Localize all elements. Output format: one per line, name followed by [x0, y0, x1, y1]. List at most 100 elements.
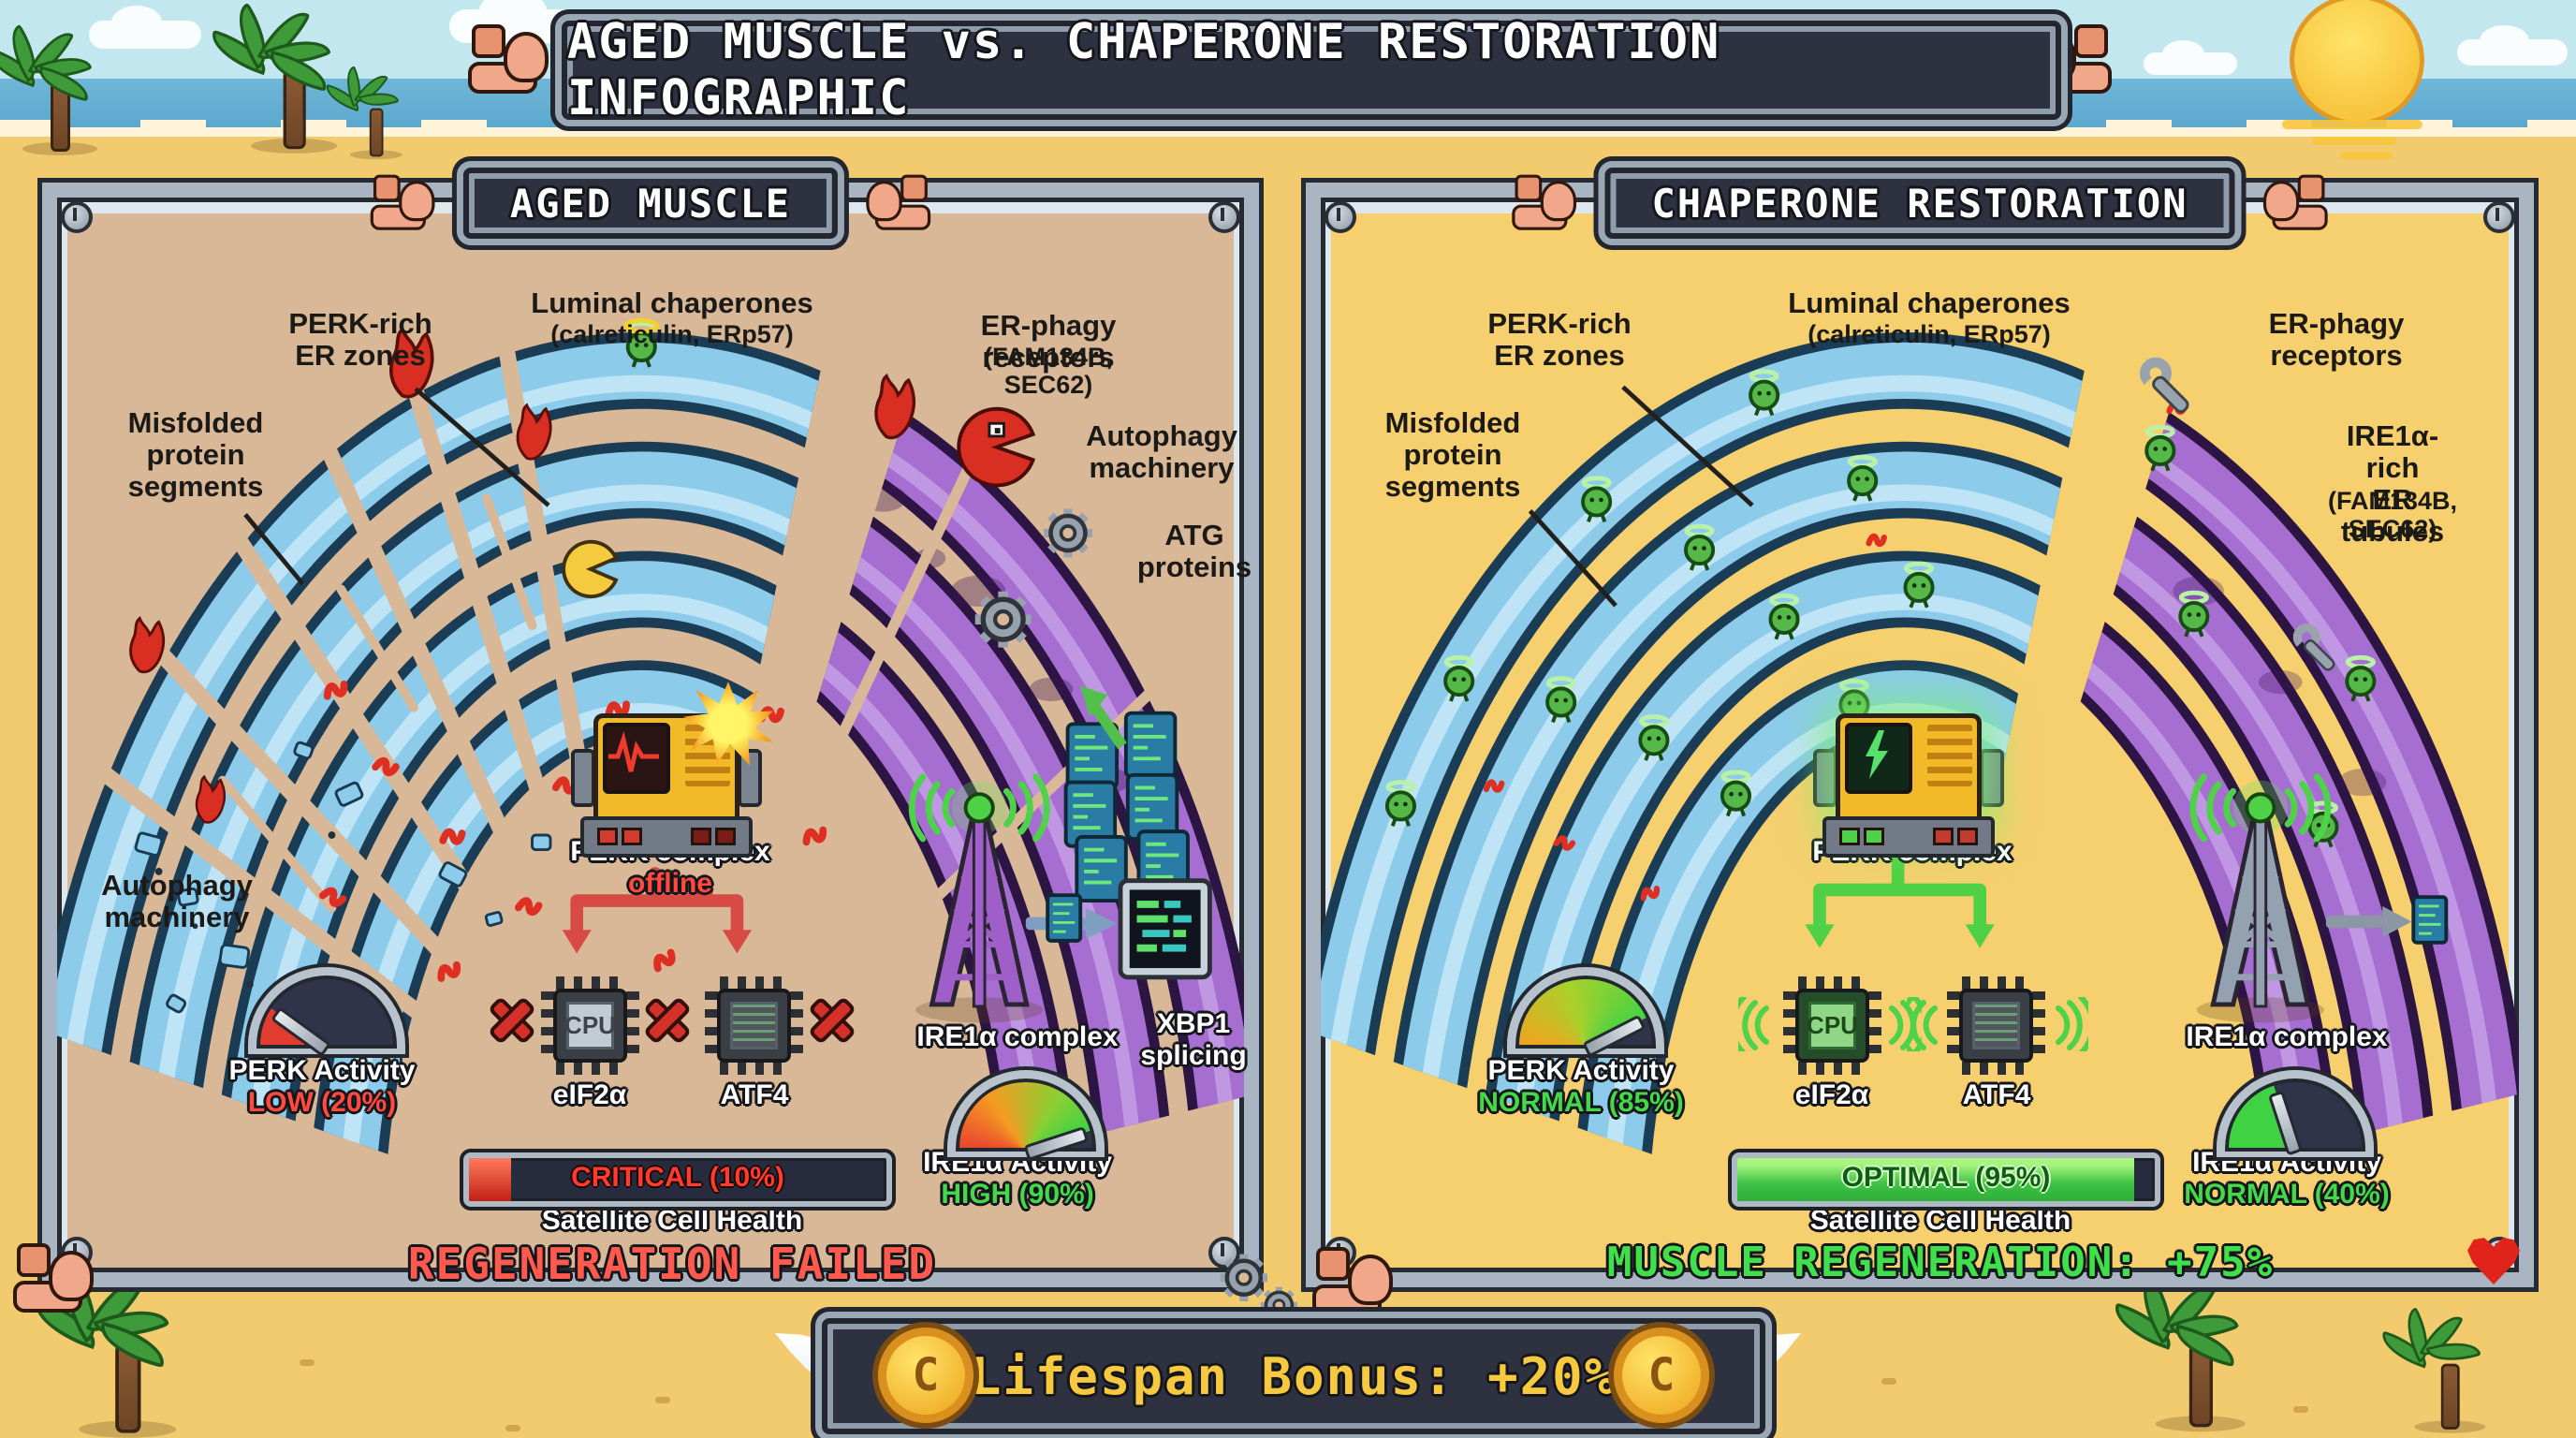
xbp1-arrow: [1025, 893, 1118, 943]
label-satellite-cell-health: Satellite Cell Health: [1809, 1205, 2071, 1236]
label-perk-activity: PERK Activity: [1487, 1055, 1675, 1086]
muscle-arm-icon: [1310, 1245, 1397, 1320]
label-atf4: ATF4: [1962, 1079, 2031, 1110]
label-luminal-chaperones-sub: (calreticulin, ERp57): [550, 320, 794, 348]
xbp1-arrow: [2325, 895, 2449, 945]
autophagy-pacman-yellow-icon: [562, 539, 619, 599]
pointer-line: [1621, 385, 1754, 507]
cloud-icon: [2144, 39, 2237, 75]
label-perk-status-offline: offline: [628, 868, 712, 899]
cloud-icon: [89, 5, 201, 49]
green-arrow: [1080, 685, 1127, 750]
perk-complex-monitor-icon: [1813, 713, 2004, 858]
sand-speck: [505, 1425, 520, 1431]
resto-er-artwork: [1321, 331, 2519, 1245]
gauge-needle: [270, 1006, 331, 1057]
beach-foam-line: [0, 127, 2576, 137]
ire1a-tower-icon: [912, 777, 1046, 1023]
sand-speck: [655, 1397, 670, 1403]
muscle-arm-icon: [2261, 173, 2330, 233]
beach-foam: [0, 120, 2576, 127]
gauge-needle: [2267, 1090, 2304, 1156]
title-banner: AGED MUSCLE vs. CHAPERONE RESTORATION IN…: [562, 14, 2061, 126]
value-perk-activity: LOW (20%): [247, 1087, 397, 1118]
eif2a-chip-icon: CPU: [541, 976, 639, 1075]
label-xbp1-splicing: XBP1 splicing: [1140, 1008, 1247, 1071]
sun-icon: [2290, 0, 2424, 125]
label-luminal-chaperones: Luminal chaperones: [531, 286, 813, 319]
label-erphagy-receptors-sub: (FAM134B, SEC62): [983, 343, 1114, 399]
aged-muscle-panel: AGED MUSCLE: [42, 168, 1259, 1289]
label-misfolded-segments: Misfolded protein segments: [1384, 406, 1521, 504]
bolt-icon: [1325, 201, 1356, 233]
label-erphagy-receptors: ER-phagy receptors: [2268, 307, 2405, 373]
pointer-line: [414, 387, 550, 507]
resto-panel-header: CHAPERONE RESTORATION: [1501, 166, 2337, 241]
label-satellite-cell-health: Satellite Cell Health: [541, 1205, 803, 1236]
monitor-speaker: [738, 749, 762, 807]
label-luminal-chaperones-sub: (calreticulin, ERp57): [1808, 320, 2051, 348]
label-ire1a-complex: IRE1α complex: [2186, 1021, 2388, 1052]
aged-panel-header: AGED MUSCLE: [360, 166, 941, 241]
pointer-line: [243, 513, 305, 586]
er-crack-lines: [80, 296, 1172, 1035]
label-perk-rich-er-zones: PERK-rich ER zones: [288, 307, 432, 373]
health-bar-value: OPTIMAL (95%): [1841, 1162, 2051, 1193]
lifespan-banner: Lifespan Bonus: +20%: [822, 1318, 1765, 1434]
ire1a-tower-icon: [2193, 777, 2328, 1023]
label-perk-rich-er-zones: PERK-rich ER zones: [1487, 307, 1632, 373]
verdict-muscle-regeneration: MUSCLE REGENERATION: +75%: [1606, 1239, 2275, 1286]
x-mark-icon: [811, 999, 854, 1042]
label-perk-activity: PERK Activity: [228, 1055, 416, 1086]
signal-waves-icon: [2053, 997, 2088, 1051]
atf4-chip-icon: [1947, 976, 2045, 1075]
muscle-arm-icon: [466, 22, 552, 97]
sun-reflection: [2340, 152, 2393, 159]
sun-reflection: [2282, 120, 2422, 129]
chaperone-icon: [623, 317, 660, 367]
gauge-needle: [1582, 1014, 1647, 1058]
label-atg-proteins: ATG proteins: [1136, 519, 1252, 584]
label-ire1a-rich-tubules: IRE1α-rich ER tubules: [2340, 419, 2445, 549]
er-sheets-blue: [57, 331, 1024, 1245]
bolt-icon: [2483, 201, 2515, 233]
value-perk-activity: NORMAL (85%): [1478, 1087, 1684, 1118]
perk-offline-branch-arrows: [562, 867, 752, 954]
coin-icon: C: [1608, 1322, 1715, 1429]
x-mark-icon: [490, 999, 534, 1042]
infographic-title: AGED MUSCLE vs. CHAPERONE RESTORATION IN…: [567, 14, 1721, 126]
gauge-needle: [1023, 1125, 1090, 1162]
chaperone-restoration-panel: CHAPERONE RESTORATION: [1306, 168, 2534, 1287]
perk-complex-monitor-icon: [571, 682, 773, 858]
satellite-cell-health-bar: OPTIMAL (95%): [1732, 1152, 2160, 1207]
health-bar-fill: [469, 1158, 511, 1201]
sand-speck: [2293, 1406, 2308, 1413]
pointer-line: [1528, 509, 1617, 608]
monitor-speaker: [1813, 749, 1837, 807]
monitor-speaker: [571, 749, 595, 807]
muscle-arm-icon: [1511, 173, 1580, 233]
autophagy-pacman-red-icon: [957, 406, 1036, 488]
eif2a-chip-icon: CPU: [1783, 976, 1881, 1075]
value-ire1a-activity: NORMAL (40%): [2184, 1179, 2390, 1210]
bolt-icon: [61, 201, 93, 233]
muscle-arm-icon: [369, 173, 438, 233]
label-ire1a-rich-tubules-sub: (FAM134B, SEC62): [2327, 487, 2458, 543]
sand-speck: [1881, 1378, 1896, 1385]
signal-waves-icon: [1738, 997, 1774, 1051]
label-autophagy-machinery-right: Autophagy machinery: [1086, 419, 1237, 485]
sun-reflection: [2312, 137, 2396, 145]
xbp1-splicing-monitor-icon: [1118, 878, 1212, 980]
aged-panel-title: AGED MUSCLE: [509, 180, 792, 227]
atf4-chip-icon: [705, 976, 803, 1075]
label-eif2a: eIF2α: [1794, 1079, 1869, 1110]
health-bar-value: CRITICAL (10%): [571, 1162, 784, 1193]
muscle-arm-icon: [11, 1241, 97, 1316]
muscle-arm-icon: [863, 173, 932, 233]
label-luminal-chaperones: Luminal chaperones: [1788, 286, 2071, 319]
label-autophagy-machinery-left: Autophagy machinery: [101, 869, 253, 934]
x-mark-icon: [646, 999, 689, 1042]
lifespan-bonus-text: Lifespan Bonus: +20%: [970, 1346, 1617, 1406]
value-ire1a-activity: HIGH (90%): [941, 1179, 1094, 1210]
label-atf4: ATF4: [720, 1079, 789, 1110]
